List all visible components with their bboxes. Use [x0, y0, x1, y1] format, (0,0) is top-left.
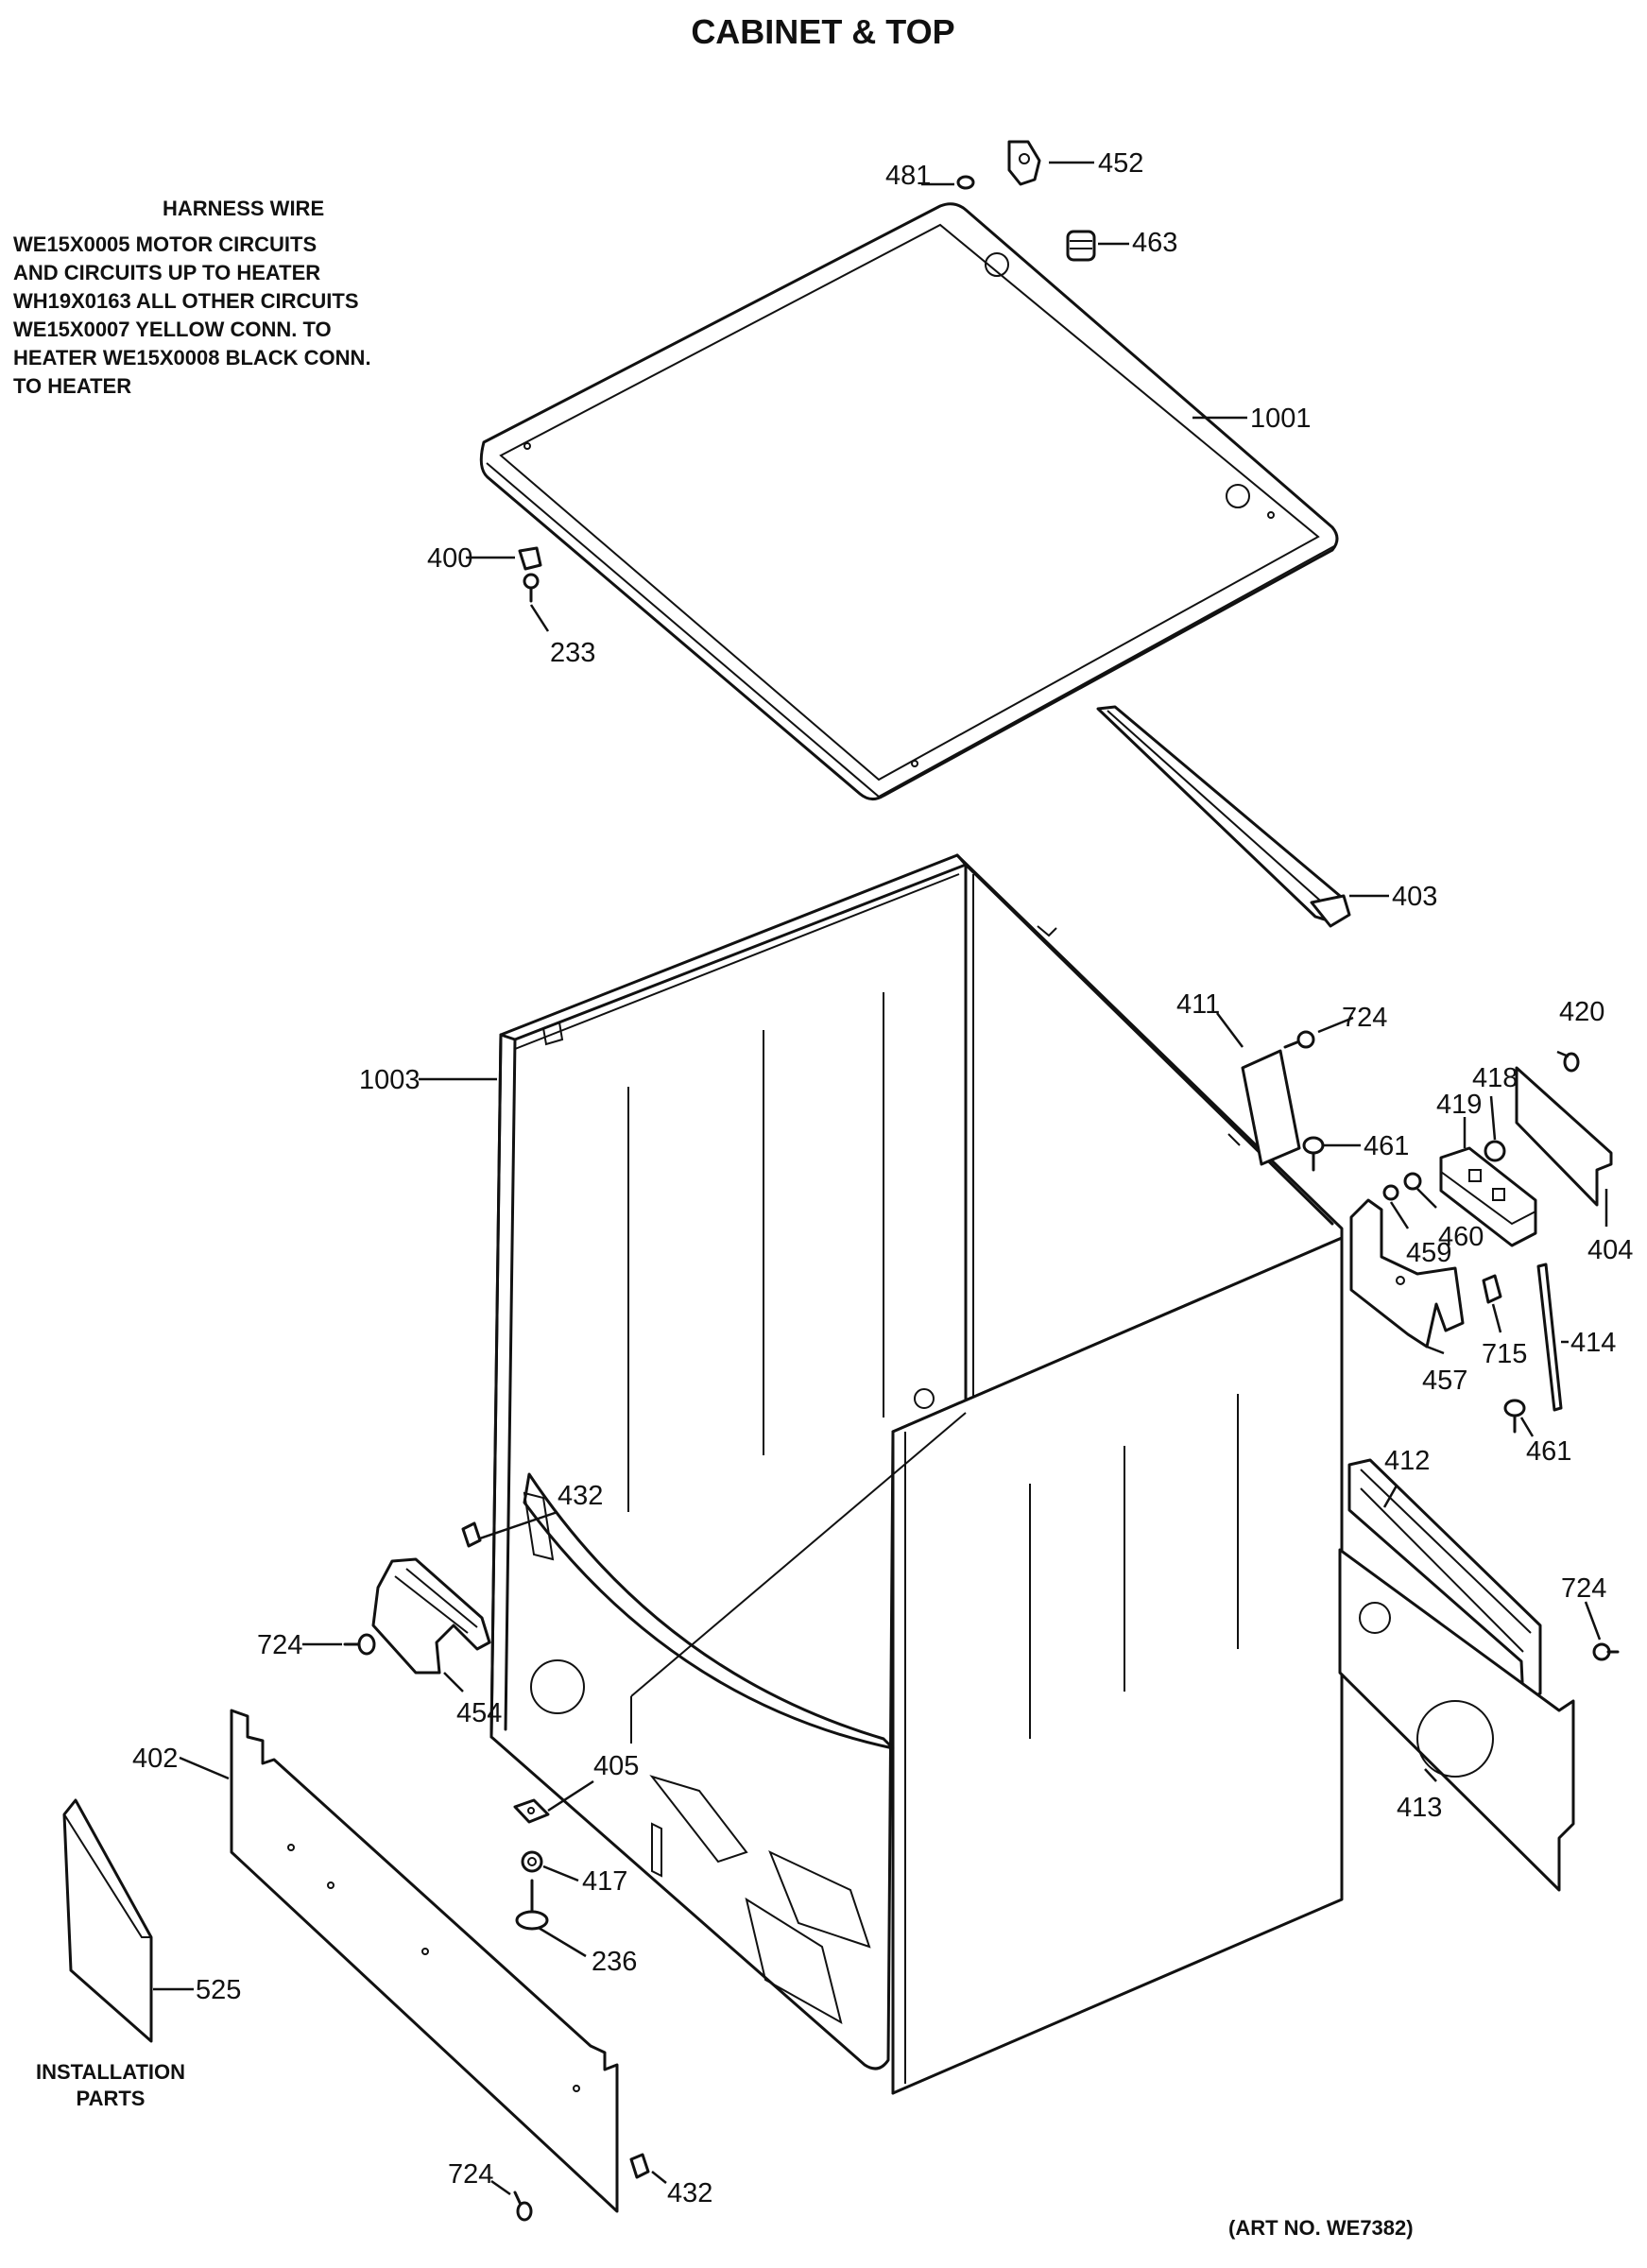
installation-parts-line: PARTS	[77, 2087, 146, 2110]
callout-403: 403	[1392, 882, 1437, 912]
callout-461: 461	[1526, 1436, 1571, 1467]
part-460	[1403, 1172, 1422, 1191]
part-419-terminal-block	[1439, 1146, 1537, 1247]
callout-405: 405	[593, 1751, 639, 1781]
part-459	[1382, 1184, 1399, 1201]
cabinet-1003	[489, 853, 1344, 2095]
art-number: (ART NO. WE7382)	[1228, 2216, 1414, 2240]
part-452	[1007, 140, 1041, 186]
diagram-title: CABINET & TOP	[691, 12, 954, 51]
cabinet-top-1001	[479, 202, 1339, 800]
callout-412: 412	[1384, 1446, 1430, 1476]
part-724-left	[343, 1633, 376, 1656]
part-403	[1096, 705, 1351, 928]
callout-1001: 1001	[1250, 404, 1312, 434]
callout-420: 420	[1559, 997, 1604, 1027]
harness-note-line: WE15X0005 MOTOR CIRCUITS	[13, 232, 317, 256]
callout-525: 525	[196, 1975, 241, 2005]
harness-wire-note: HARNESS WIRE WE15X0005 MOTOR CIRCUITS AN…	[13, 197, 371, 398]
part-236	[515, 1879, 549, 1931]
callout-418: 418	[1472, 1063, 1518, 1093]
harness-note-heading: HARNESS WIRE	[163, 197, 324, 220]
callout-236: 236	[592, 1947, 637, 1977]
part-724-right	[1592, 1642, 1620, 1661]
callout-481: 481	[885, 161, 931, 191]
callout-labels: 481 452 463 1001 400 233 403 1003 411 72…	[132, 148, 1633, 2208]
callout-724: 724	[257, 1630, 302, 1660]
harness-note-line: HEATER WE15X0008 BLACK CONN.	[13, 346, 371, 369]
callout-432: 432	[667, 2178, 712, 2208]
part-417	[521, 1850, 543, 1873]
harness-note-line: WE15X0007 YELLOW CONN. TO	[13, 318, 332, 341]
part-233	[523, 573, 540, 603]
callout-459: 459	[1406, 1238, 1451, 1268]
installation-parts-label: INSTALLATION PARTS	[36, 2060, 185, 2110]
callout-432: 432	[558, 1481, 603, 1511]
callout-419: 419	[1436, 1090, 1482, 1120]
callout-414: 414	[1570, 1328, 1616, 1358]
callout-724: 724	[1342, 1003, 1387, 1033]
part-402	[230, 1709, 619, 2213]
part-414	[1536, 1263, 1563, 1412]
part-404	[1515, 1066, 1613, 1207]
callout-411: 411	[1176, 989, 1220, 1020]
part-461-upper	[1302, 1136, 1325, 1172]
part-461-lower	[1503, 1399, 1526, 1434]
part-400	[518, 546, 542, 571]
callout-461: 461	[1364, 1131, 1409, 1161]
callout-452: 452	[1098, 148, 1143, 179]
part-454	[371, 1557, 491, 1675]
leader-lines	[153, 161, 1608, 2196]
part-481	[956, 175, 975, 190]
callout-463: 463	[1132, 228, 1177, 258]
callout-1003: 1003	[359, 1065, 420, 1095]
callout-233: 233	[550, 638, 595, 668]
callout-460: 460	[1438, 1222, 1484, 1252]
callout-417: 417	[582, 1866, 627, 1897]
part-405	[513, 1798, 550, 1824]
callout-400: 400	[427, 543, 472, 574]
part-418	[1484, 1140, 1506, 1162]
part-724-bottom	[513, 2191, 533, 2222]
callout-724: 724	[448, 2159, 493, 2190]
part-525-bag	[62, 1798, 153, 2043]
harness-note-line: AND CIRCUITS UP TO HEATER	[13, 261, 320, 284]
part-457-bracket	[1349, 1198, 1465, 1349]
part-432-bottom	[629, 2153, 650, 2179]
part-411	[1241, 1049, 1301, 1166]
callout-454: 454	[456, 1698, 502, 1728]
callout-404: 404	[1587, 1235, 1633, 1265]
callout-402: 402	[132, 1744, 178, 1774]
part-715	[1482, 1274, 1502, 1304]
part-463	[1066, 230, 1096, 262]
callout-715: 715	[1482, 1339, 1527, 1369]
callout-413: 413	[1397, 1793, 1442, 1823]
part-420	[1563, 1052, 1580, 1073]
part-413	[1338, 1548, 1575, 1892]
harness-note-line: WH19X0163 ALL OTHER CIRCUITS	[13, 289, 359, 313]
installation-parts-line: INSTALLATION	[36, 2060, 185, 2084]
part-432-upper	[461, 1521, 482, 1548]
part-724-upper	[1283, 1030, 1315, 1049]
callout-457: 457	[1422, 1366, 1467, 1396]
harness-note-line: TO HEATER	[13, 374, 131, 398]
callout-724: 724	[1561, 1573, 1606, 1604]
